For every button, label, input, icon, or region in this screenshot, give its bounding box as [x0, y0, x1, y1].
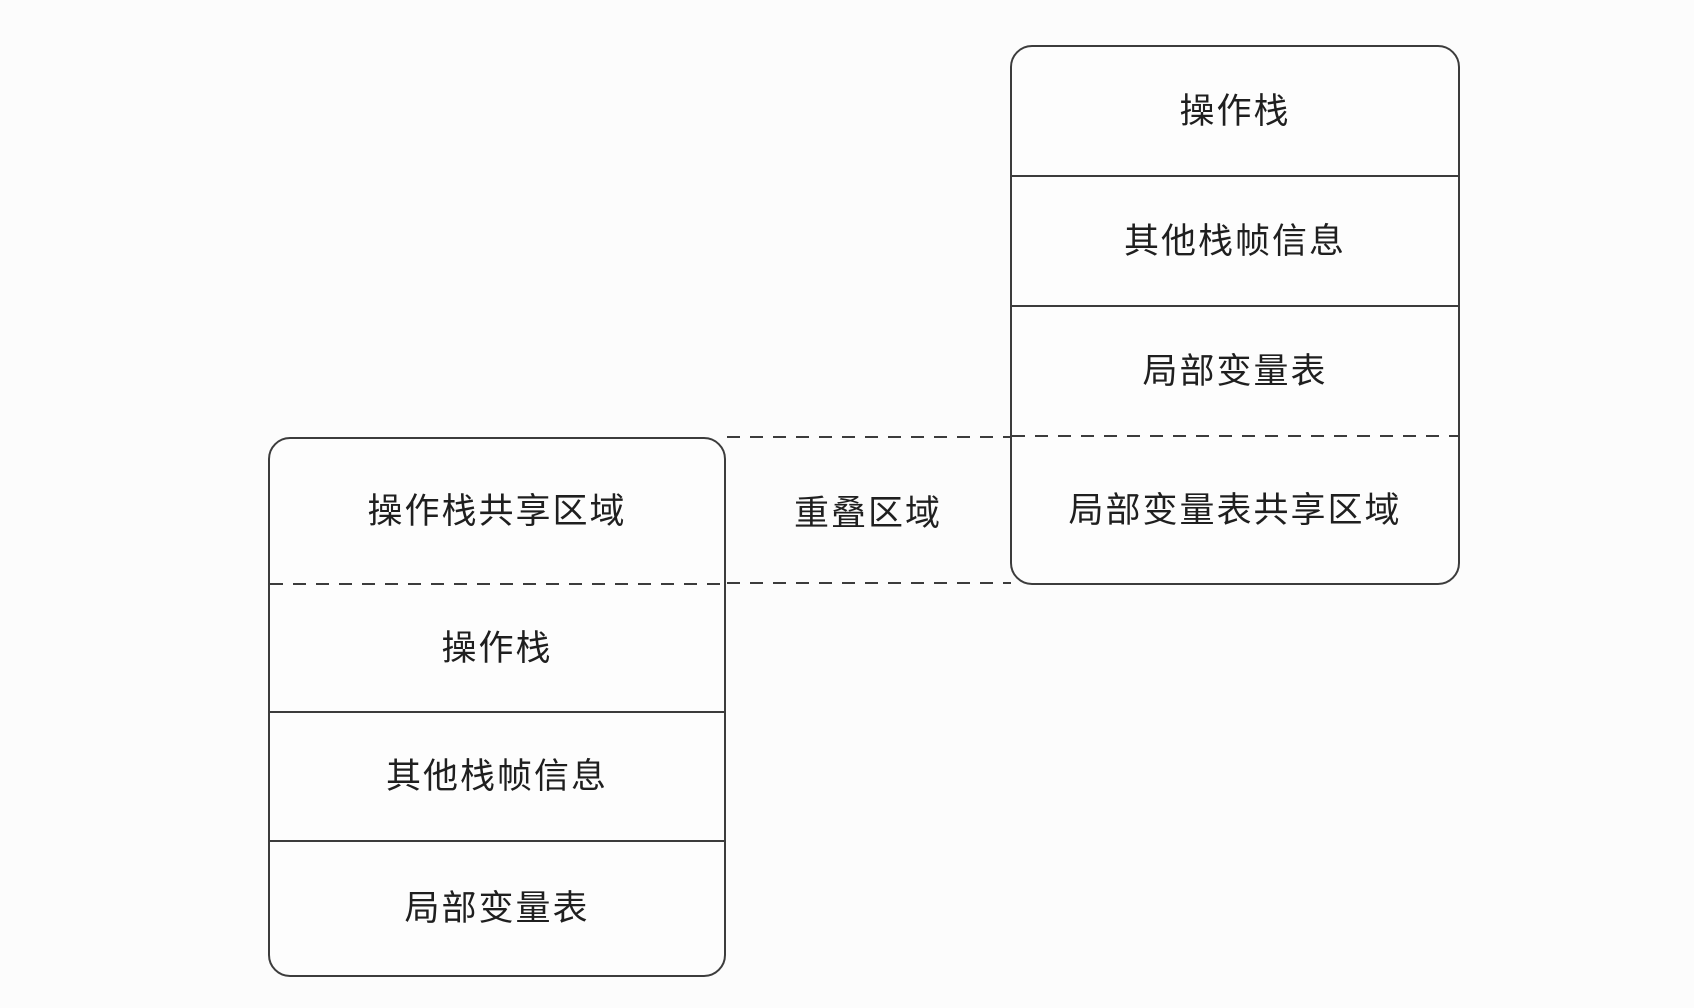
right-stack-frame-box: 操作栈 其他栈帧信息 局部变量表 局部变量表共享区域 [1010, 45, 1460, 585]
frame-section: 其他栈帧信息 [1012, 177, 1458, 307]
section-label: 局部变量表 [404, 889, 590, 928]
frame-section: 局部变量表 [1012, 307, 1458, 435]
dashed-divider [1012, 435, 1458, 437]
overlap-dashed-line-top [727, 436, 1011, 438]
section-label: 局部变量表 [1142, 351, 1328, 391]
frame-section: 操作栈 [270, 585, 724, 713]
section-label: 操作栈 [1179, 91, 1291, 131]
section-label: 其他栈帧信息 [1123, 221, 1346, 261]
section-label: 其他栈帧信息 [385, 757, 608, 796]
frame-section: 操作栈共享区域 [270, 439, 724, 583]
frame-section: 其他栈帧信息 [270, 713, 724, 842]
section-label: 操作栈 [441, 628, 553, 668]
section-label: 操作栈共享区域 [367, 491, 627, 531]
dashed-divider [270, 583, 724, 585]
frame-section: 局部变量表共享区域 [1012, 437, 1458, 583]
overlap-region-text: 重叠区域 [793, 493, 942, 533]
frame-section: 局部变量表 [270, 842, 724, 975]
section-label: 局部变量表共享区域 [1068, 490, 1402, 530]
overlap-dashed-line-bottom [727, 582, 1011, 584]
left-stack-frame-box: 操作栈共享区域 操作栈 其他栈帧信息 局部变量表 [268, 437, 726, 977]
frame-section: 操作栈 [1012, 47, 1458, 177]
overlap-region-label: 重叠区域 [726, 437, 1010, 583]
